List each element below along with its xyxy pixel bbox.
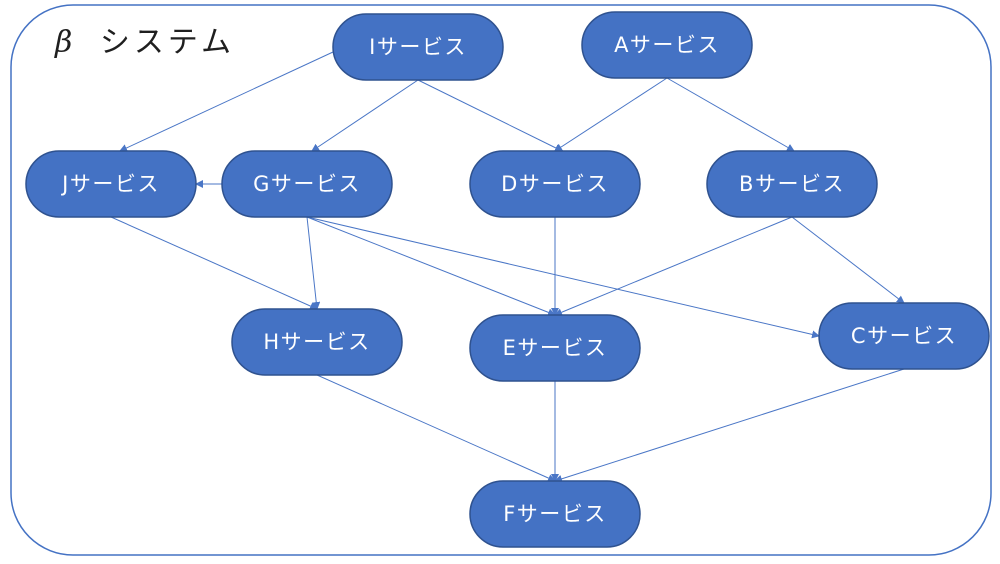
service-node-shape xyxy=(332,13,504,81)
service-node-i: Iサービス xyxy=(332,13,504,81)
service-node-f: Fサービス xyxy=(469,480,641,548)
service-node-c: Cサービス xyxy=(818,302,990,370)
service-node-label: Iサービス xyxy=(369,35,467,59)
service-node-label: Dサービス xyxy=(501,172,609,196)
service-node-label: Aサービス xyxy=(614,33,720,57)
service-node-g: Gサービス xyxy=(221,150,393,218)
service-node-shape xyxy=(469,150,641,218)
edge-a-to-d xyxy=(554,77,668,152)
edge-j-to-h xyxy=(110,216,318,310)
system-title: β システム xyxy=(54,25,235,60)
service-node-label: Cサービス xyxy=(851,324,957,348)
system-title-text: システム xyxy=(100,25,235,60)
edge-g-to-h xyxy=(306,216,321,310)
service-node-shape xyxy=(25,150,197,218)
system-frame xyxy=(10,4,992,556)
edge-c-to-f xyxy=(554,368,905,483)
service-node-label: Fサービス xyxy=(503,502,607,526)
service-node-label: Jサービス xyxy=(60,172,160,196)
edge-i-to-j xyxy=(119,51,334,152)
service-node-label: Bサービス xyxy=(739,172,845,196)
edge-i-to-d xyxy=(417,79,563,152)
service-node-d: Dサービス xyxy=(469,150,641,218)
edge-group xyxy=(110,51,905,483)
service-node-j: Jサービス xyxy=(25,150,197,218)
edge-i-to-g xyxy=(311,79,419,152)
service-node-shape xyxy=(706,150,878,218)
service-node-a: Aサービス xyxy=(581,11,753,79)
edge-g-to-c xyxy=(306,216,820,339)
system-title-symbol: β xyxy=(54,25,76,60)
service-node-label: Gサービス xyxy=(253,172,361,196)
service-node-h: Hサービス xyxy=(231,308,403,376)
service-node-label: Eサービス xyxy=(503,336,608,360)
service-node-shape xyxy=(469,314,641,382)
service-node-shape xyxy=(231,308,403,376)
edge-h-to-f xyxy=(316,374,556,482)
service-node-e: Eサービス xyxy=(469,314,641,382)
edge-b-to-c xyxy=(791,216,905,304)
node-group: Iサービス Aサービス Jサービス Gサービス Dサービス Bサービス Hサービス Eサービス… xyxy=(25,11,990,548)
service-node-shape xyxy=(581,11,753,79)
service-node-shape xyxy=(469,480,641,548)
service-node-label: Hサービス xyxy=(263,330,370,354)
service-node-b: Bサービス xyxy=(706,150,878,218)
edge-b-to-e xyxy=(554,216,793,317)
service-node-shape xyxy=(818,302,990,370)
edge-a-to-b xyxy=(666,77,795,152)
service-node-shape xyxy=(221,150,393,218)
edge-g-to-e xyxy=(306,216,556,317)
